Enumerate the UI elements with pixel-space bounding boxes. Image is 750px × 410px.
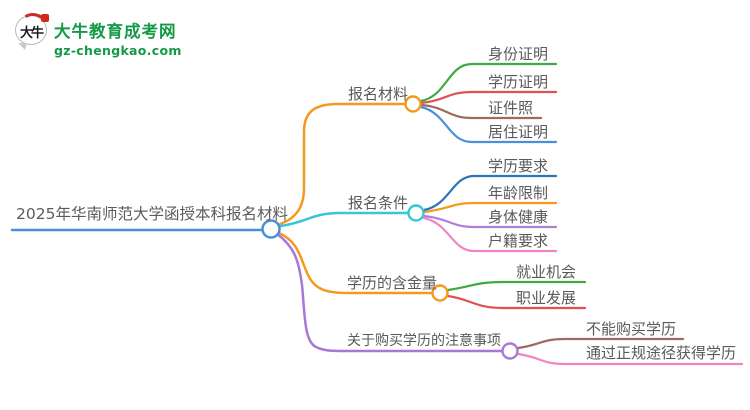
branch-line-conditions	[279, 211, 410, 228]
leaf-line-edu-proof	[419, 90, 558, 105]
branch-label-materials: 报名材料	[348, 85, 409, 103]
branch-label-notes: 关于购买学历的注意事项	[347, 333, 501, 349]
root-node-circle	[261, 219, 281, 239]
conditions-node-circle	[407, 204, 425, 222]
root-node-label: 2025年华南师范大学函授本科报名材料	[16, 205, 288, 223]
leaf-line-residence	[419, 105, 558, 144]
leaf-line-age-limit	[422, 201, 558, 214]
leaf-line-photo	[419, 103, 543, 120]
branch-line-materials	[278, 102, 407, 226]
leaf-line-household	[422, 216, 558, 253]
branch-line-value	[277, 231, 434, 295]
site-logo[interactable]: 大牛 大牛教育成考网 gz-chengkao.com	[13, 9, 182, 58]
logo-red-seal-icon	[41, 14, 49, 22]
materials-node-circle	[404, 95, 422, 113]
leaf-line-no-buying	[516, 337, 685, 350]
branch-label-value: 学历的含金量	[347, 274, 438, 292]
logo-site-url: gz-chengkao.com	[54, 43, 182, 58]
logo-icon-text: 大牛	[19, 26, 44, 41]
leaf-label-no-buying: 不能购买学历	[586, 320, 677, 338]
leaf-label-edu-req: 学历要求	[488, 157, 549, 175]
logo-bubble-tail	[18, 43, 27, 50]
logo-site-name: 大牛教育成考网	[54, 22, 177, 41]
leaf-label-photo: 证件照	[488, 99, 534, 117]
leaf-line-career	[446, 294, 587, 310]
notes-node-circle	[501, 342, 519, 360]
leaf-label-id-proof: 身份证明	[488, 45, 549, 63]
leaf-label-edu-proof: 学历证明	[488, 73, 549, 91]
leaf-label-health: 身体健康	[488, 208, 549, 226]
leaf-line-legit-way	[516, 352, 744, 366]
leaf-label-age-limit: 年龄限制	[488, 184, 549, 202]
leaf-line-id-proof	[419, 62, 558, 103]
leaf-label-residence: 居住证明	[488, 123, 549, 141]
logo-bubble-icon: 大牛	[13, 9, 53, 50]
leaf-line-edu-req	[422, 174, 558, 212]
value-node-circle	[431, 284, 449, 302]
branch-line-notes	[275, 232, 504, 353]
leaf-label-jobs: 就业机会	[516, 263, 577, 281]
branch-label-conditions: 报名条件	[348, 194, 409, 212]
leaf-line-health	[422, 214, 558, 229]
leaf-label-career: 职业发展	[516, 289, 577, 307]
leaf-label-household: 户籍要求	[488, 232, 549, 250]
leaf-label-legit-way: 通过正规途径获得学历	[586, 344, 737, 362]
leaf-line-jobs	[446, 280, 587, 292]
